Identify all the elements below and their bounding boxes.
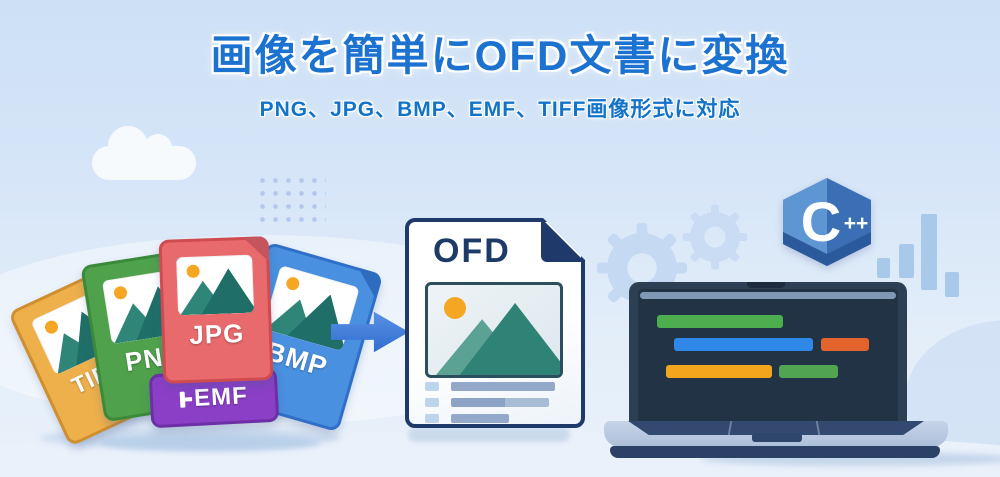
ofd-document: OFD: [405, 218, 585, 428]
code-line-green: [657, 315, 783, 328]
laptop-keyboard: [628, 421, 924, 435]
code-line-blue: [674, 338, 813, 351]
bar: [945, 272, 959, 297]
partial-letter: [179, 391, 186, 408]
sun-icon: [444, 297, 466, 319]
sun-icon: [42, 318, 61, 336]
file-card-jpg: JPG: [158, 236, 274, 384]
image-thumbnail-icon: [176, 254, 255, 316]
code-editor: [638, 289, 898, 423]
bar: [921, 214, 937, 290]
dots-pattern: [256, 174, 326, 222]
bar: [899, 244, 914, 278]
laptop-trackpad: [752, 433, 802, 442]
sun-icon: [113, 285, 128, 301]
code-line-amber: [666, 365, 772, 378]
camera-notch: [747, 282, 785, 288]
file-card-label: EMF: [193, 382, 249, 413]
laptop-base: [604, 421, 948, 447]
sun-icon: [186, 264, 200, 278]
window-titlebar: [640, 292, 896, 299]
code-line-orange: [821, 338, 869, 351]
page-subtitle: PNG、JPG、BMP、EMF、TIFF画像形式に対応: [259, 98, 741, 121]
document-shadow: [408, 427, 570, 442]
laptop-base-edge: [610, 446, 940, 458]
cloud-icon: [92, 126, 196, 180]
text-line: [425, 414, 509, 423]
cpp-letter: C: [801, 190, 841, 253]
laptop-screen: [629, 282, 907, 423]
file-card-label: JPG: [188, 318, 245, 350]
gear-icon: [682, 204, 748, 270]
ofd-label: OFD: [433, 232, 511, 270]
page-title: 画像を簡単にOFD文書に変換: [210, 32, 790, 79]
sun-icon: [284, 275, 301, 292]
text-line: [425, 398, 549, 407]
code-line-green2: [779, 365, 838, 378]
cpp-plusplus: ++: [844, 212, 869, 235]
folded-corner: [541, 218, 585, 262]
text-line: [425, 382, 555, 391]
document-image: [425, 282, 563, 378]
cpp-logo: C ++: [783, 178, 871, 266]
bar: [877, 258, 890, 278]
stack-shadow: [100, 434, 320, 451]
